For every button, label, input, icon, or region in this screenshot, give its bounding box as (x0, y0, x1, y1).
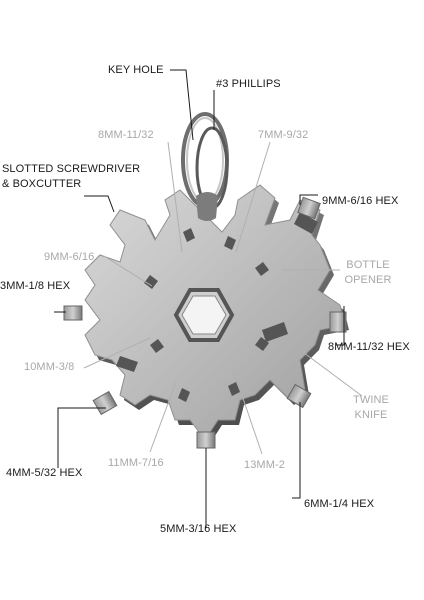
hex-bits (63, 196, 347, 449)
label-3mm-1-8-hex: 3MM-1/8 HEX (0, 280, 71, 292)
label-slotted-screwdriver: SLOTTED SCREWDRIVER (2, 163, 141, 175)
label-boxcutter: & BOXCUTTER (2, 178, 82, 190)
label-9mm-6-16-hex: 9MM-6/16 HEX (322, 195, 399, 207)
label-5mm-3-16-hex: 5MM-3/16 HEX (160, 523, 237, 535)
label-6mm-1-4-hex: 6MM-1/4 HEX (304, 498, 375, 510)
label-opener: OPENER (344, 274, 392, 286)
snowflake-body (84, 184, 349, 445)
label-key-hole: KEY HOLE (108, 64, 164, 76)
label-7mm-9-32: 7MM-9/32 (258, 129, 309, 141)
label-11mm-7-16: 11MM-7/16 (108, 457, 164, 469)
label-knife: KNIFE (354, 409, 388, 421)
label-twine: TWINE (353, 394, 389, 406)
callout-lines (54, 69, 363, 528)
label-9mm-6-16: 9MM-6/16 (44, 251, 95, 263)
label-phillips: #3 PHILLIPS (216, 78, 281, 90)
label-8mm-11-32-hex: 8MM-11/32 HEX (328, 341, 410, 353)
label-4mm-5-32-hex: 4MM-5/32 HEX (6, 467, 83, 479)
label-13mm-2: 13MM-2 (244, 459, 285, 471)
label-8mm-11-32: 8MM-11/32 (98, 129, 154, 141)
label-10mm-3-8: 10MM-3/8 (24, 361, 75, 373)
label-bottle: BOTTLE (346, 259, 390, 271)
